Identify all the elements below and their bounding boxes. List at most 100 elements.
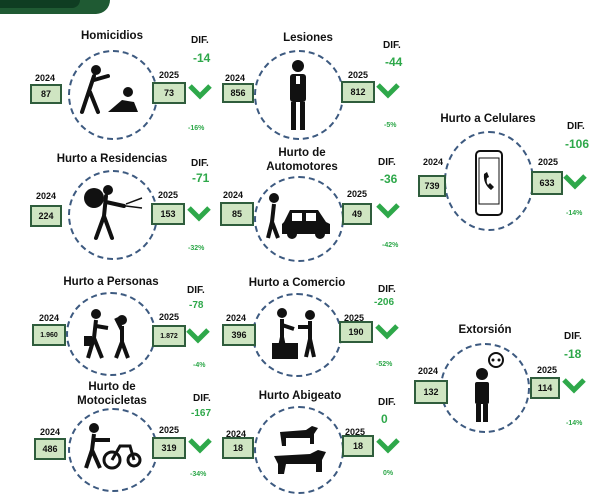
dif-label: DIF.	[564, 331, 582, 342]
year-label: 2025	[159, 70, 180, 80]
year-label: 2024	[36, 191, 57, 201]
value-2025: 190	[339, 321, 373, 343]
chevron-down-icon	[376, 203, 400, 219]
dif-label: DIF.	[191, 35, 209, 46]
year-label: 2025	[345, 427, 366, 437]
value-2024: 1.960	[32, 324, 66, 346]
value-2025: 18	[342, 435, 374, 457]
card-title-line2: Automotores	[266, 161, 338, 173]
chevron-down-icon	[376, 83, 400, 99]
year-label: 2025	[347, 189, 368, 199]
chevron-down-icon	[562, 378, 586, 394]
dif-value: -167	[191, 408, 212, 419]
chevron-down-icon	[563, 174, 587, 190]
dif-value: -206	[374, 297, 395, 308]
pct-value: -14%	[566, 210, 583, 217]
smartphone-icon	[475, 150, 503, 216]
value-2025: 49	[342, 203, 372, 225]
dif-label: DIF.	[378, 397, 396, 408]
dif-value: -71	[192, 171, 210, 185]
pct-value: 0%	[383, 470, 394, 477]
card-title-line2: Motocicletas	[77, 395, 147, 407]
value-2025: 153	[151, 203, 185, 225]
dif-label: DIF.	[187, 285, 205, 296]
card-title-line1: Hurto de	[88, 381, 136, 393]
card-title: Hurto a Personas	[63, 276, 159, 288]
card-title: Lesiones	[283, 32, 333, 44]
card-title: Hurto a Residencias	[56, 153, 168, 165]
card-title: Hurto Abigeato	[258, 390, 342, 402]
car-theft-icon	[266, 193, 330, 239]
pct-value: -14%	[566, 420, 583, 427]
chevron-down-icon	[188, 438, 212, 454]
chevron-down-icon	[188, 84, 212, 100]
pct-value: -42%	[382, 242, 399, 249]
pct-value: -16%	[188, 125, 205, 132]
homicide-icon	[80, 65, 138, 114]
extortion-call-icon	[475, 352, 504, 422]
dif-value: -78	[189, 300, 204, 311]
card-title: Hurto a Comercio	[248, 277, 346, 289]
value-2024: 18	[222, 437, 254, 459]
chevron-down-icon	[375, 324, 399, 340]
card-title: Hurto a Celulares	[440, 113, 536, 125]
year-label: 2024	[226, 429, 247, 439]
chevron-down-icon	[376, 438, 400, 454]
dif-label: DIF.	[378, 157, 396, 168]
year-label: 2025	[344, 313, 365, 323]
injured-person-icon	[290, 60, 306, 130]
dif-label: DIF.	[383, 40, 401, 51]
value-2024: 396	[222, 324, 256, 346]
dif-value: -14	[193, 51, 211, 65]
year-label: 2024	[423, 157, 444, 167]
value-2024: 486	[34, 438, 66, 460]
value-2025: 1.872	[152, 325, 186, 347]
chevron-down-icon	[186, 328, 210, 344]
year-label: 2024	[40, 427, 61, 437]
value-2025: 114	[530, 377, 560, 399]
year-label: 2024	[223, 190, 244, 200]
pct-value: -34%	[190, 471, 207, 478]
value-2025: 73	[152, 82, 186, 104]
robbery-icon	[84, 309, 130, 359]
year-label: 2025	[538, 157, 559, 167]
year-label: 2025	[348, 70, 369, 80]
value-2024: 85	[220, 202, 254, 226]
dif-value: -18	[564, 347, 582, 361]
value-2024: 224	[30, 205, 62, 227]
year-label: 2024	[226, 313, 247, 323]
year-label: 2024	[39, 313, 60, 323]
year-label: 2024	[35, 73, 56, 83]
dif-label: DIF.	[193, 393, 211, 404]
pct-value: -4%	[193, 362, 206, 369]
cattle-icon	[274, 426, 326, 474]
dif-value: -106	[565, 137, 589, 151]
value-2025: 319	[152, 437, 186, 459]
burglar-icon	[84, 185, 143, 240]
shop-robbery-icon	[272, 308, 316, 359]
value-2024: 132	[414, 380, 448, 404]
chevron-down-icon	[187, 206, 211, 222]
dif-value: -36	[380, 172, 398, 186]
dif-value: -44	[385, 55, 403, 69]
value-2024: 856	[222, 83, 254, 103]
year-label: 2024	[225, 73, 246, 83]
dif-value: 0	[381, 412, 388, 426]
motorcycle-theft-icon	[84, 423, 142, 470]
year-label: 2025	[159, 312, 180, 322]
pct-value: -32%	[188, 245, 205, 252]
year-label: 2025	[159, 425, 180, 435]
year-label: 2025	[158, 190, 179, 200]
value-2024: 87	[30, 84, 62, 104]
year-label: 2024	[418, 366, 439, 376]
value-2024: 739	[418, 175, 446, 197]
pct-value: -52%	[376, 361, 393, 368]
header-accent-dark	[0, 0, 80, 8]
dif-label: DIF.	[191, 158, 209, 169]
dif-label: DIF.	[378, 284, 396, 295]
pct-value: -5%	[384, 122, 397, 129]
card-title: Homicidios	[81, 30, 143, 42]
year-label: 2025	[537, 365, 558, 375]
card-title: Extorsión	[458, 324, 512, 336]
value-2025: 633	[531, 171, 563, 195]
